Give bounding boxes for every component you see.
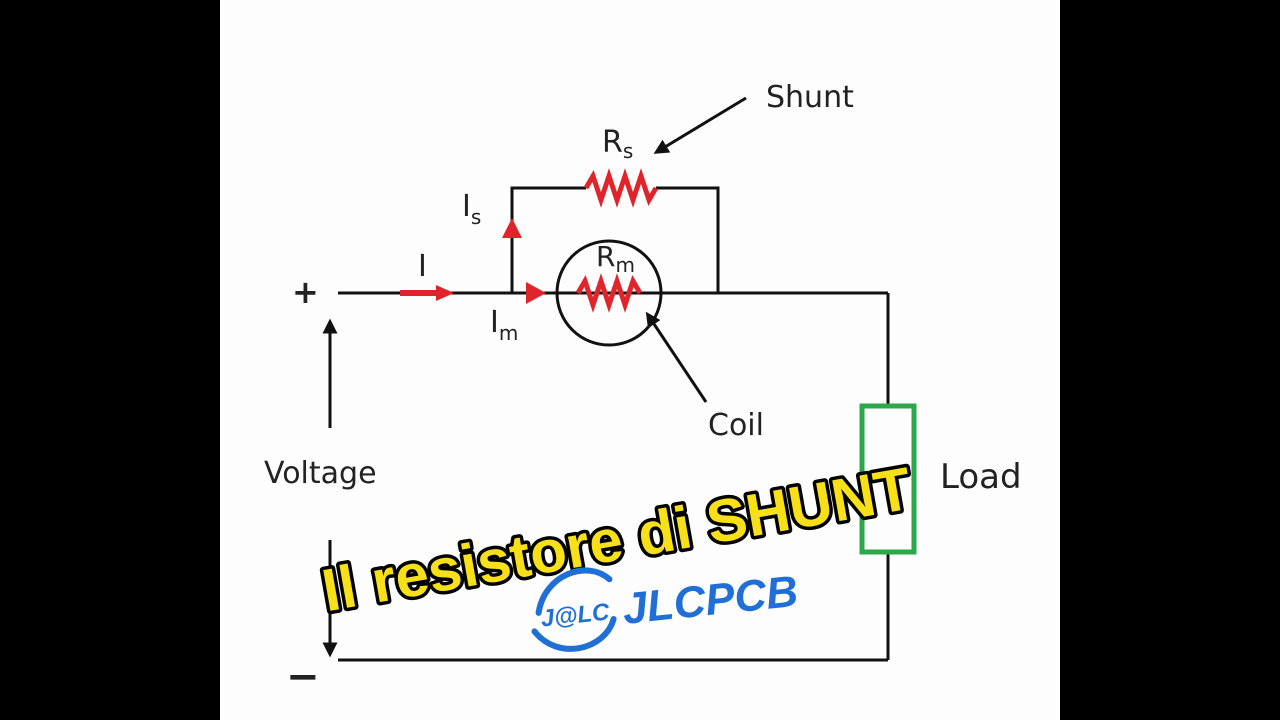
i-label: I	[418, 249, 427, 284]
load-label: Load	[940, 457, 1022, 497]
shunt-resistor	[583, 168, 659, 208]
current-arrow-im	[526, 282, 546, 304]
left-letterbox	[0, 0, 220, 720]
im-label: Im	[490, 305, 518, 345]
rs-label: Rs	[602, 125, 633, 163]
is-label: Is	[462, 189, 481, 229]
current-arrow-is	[502, 218, 522, 238]
plus-sign: +	[292, 273, 319, 311]
logo-swoosh-lower	[531, 616, 617, 652]
coil-pointer-arrow	[645, 311, 708, 403]
coil-label: Coil	[708, 408, 764, 443]
minus-sign: −	[286, 654, 320, 700]
wire-shunt-branch	[510, 186, 586, 293]
wire-shunt-branch-right	[656, 186, 720, 293]
rm-label: Rm	[596, 240, 635, 277]
coil-circle	[555, 239, 663, 347]
load-box	[859, 403, 917, 555]
right-letterbox	[1060, 0, 1280, 720]
voltage-label: Voltage	[264, 456, 377, 491]
current-arrow-i	[400, 285, 454, 301]
diagram-canvas	[220, 0, 1060, 720]
shunt-pointer-arrow	[653, 96, 747, 154]
shunt-label: Shunt	[766, 80, 854, 115]
coil-resistor	[575, 273, 643, 313]
logo-swoosh	[535, 567, 613, 616]
